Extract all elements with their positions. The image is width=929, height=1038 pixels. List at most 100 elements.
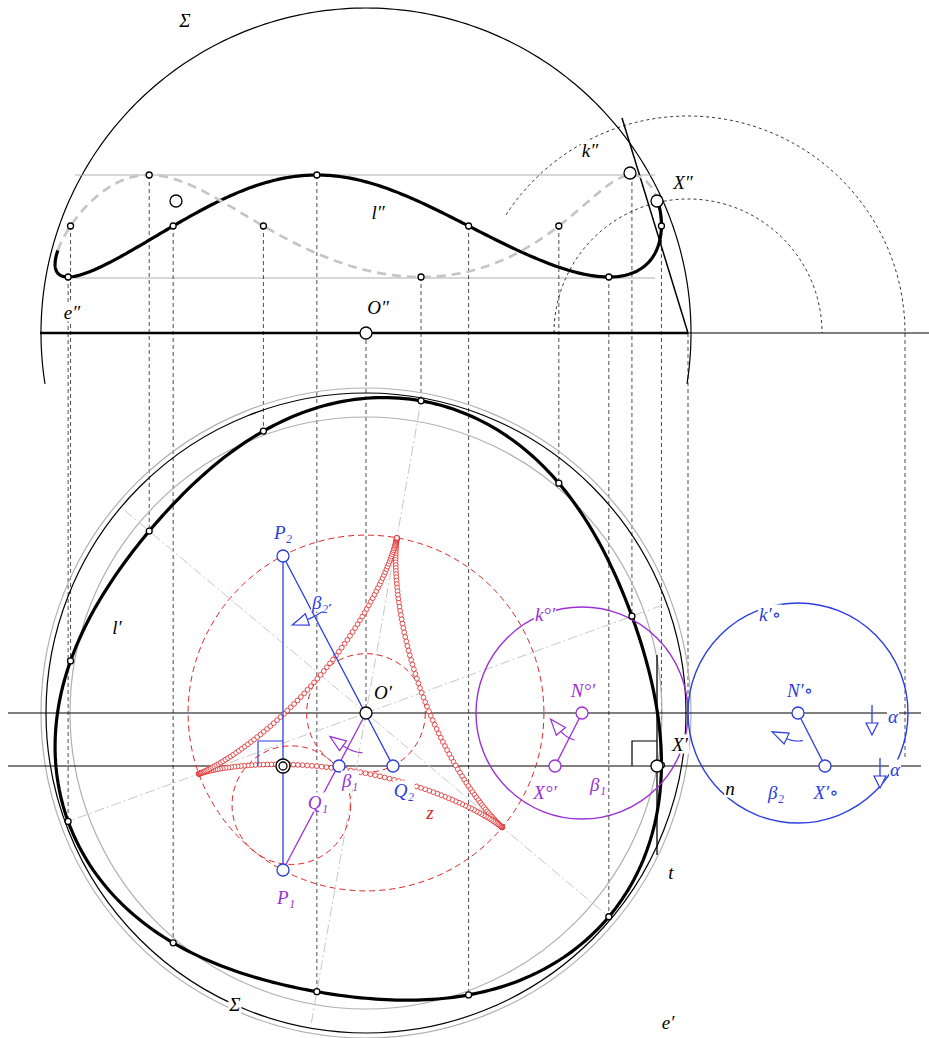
deltoid-dot bbox=[305, 763, 310, 768]
projection-line bbox=[173, 226, 174, 943]
horizontal-line bbox=[8, 765, 921, 766]
point-label: X′ bbox=[671, 735, 689, 754]
curve-point bbox=[606, 914, 612, 920]
point bbox=[277, 550, 289, 562]
point-label: t bbox=[667, 863, 674, 882]
deltoid-dot bbox=[418, 686, 423, 691]
point-label: Σ bbox=[178, 11, 191, 30]
symmetry-axis bbox=[311, 403, 420, 1023]
curve-point bbox=[466, 992, 472, 998]
curve-point bbox=[314, 989, 320, 995]
arrow-head bbox=[551, 719, 566, 735]
point-label: n bbox=[724, 779, 736, 798]
point-label: β₁ bbox=[589, 775, 607, 794]
deltoid-dot bbox=[405, 644, 410, 649]
point-label: Q₂ bbox=[393, 781, 415, 800]
projection-line bbox=[316, 175, 317, 992]
space-curve-hidden bbox=[58, 175, 658, 277]
deltoid-dot bbox=[407, 653, 412, 658]
curve-point bbox=[418, 274, 424, 280]
point bbox=[277, 864, 289, 876]
rotation-arc bbox=[787, 739, 803, 741]
deltoid-dot bbox=[426, 709, 431, 714]
symmetry-axis bbox=[70, 605, 662, 820]
deltoid-dot bbox=[394, 535, 399, 540]
point bbox=[279, 762, 287, 770]
construction-line bbox=[283, 713, 366, 870]
point-label: β₁ bbox=[341, 771, 359, 790]
construction-line bbox=[282, 556, 283, 870]
deltoid-dot bbox=[419, 690, 424, 695]
point-label: e′ bbox=[661, 1013, 676, 1032]
deltoid-dot bbox=[416, 681, 421, 686]
point-label: Σ bbox=[228, 995, 241, 1014]
rolling-circle bbox=[307, 654, 426, 773]
projection-line bbox=[688, 333, 689, 713]
curve-point bbox=[146, 172, 152, 178]
deltoid-dot bbox=[324, 765, 329, 770]
rolling-circle bbox=[188, 535, 544, 891]
deltoid-dot bbox=[394, 535, 399, 540]
point-label: α bbox=[887, 707, 899, 726]
deltoid-dot bbox=[410, 662, 415, 667]
deltoid-dot bbox=[423, 700, 428, 705]
deltoid-dot bbox=[394, 536, 399, 541]
point-label: β₂ bbox=[767, 783, 785, 802]
deltoid-dot bbox=[428, 713, 433, 718]
point-label: O′ bbox=[373, 683, 393, 702]
point bbox=[819, 760, 831, 772]
sphere-outline bbox=[41, 8, 691, 384]
arrow-head bbox=[330, 737, 347, 751]
arrow-head bbox=[874, 776, 886, 788]
arrow-head bbox=[866, 723, 878, 735]
curve-point bbox=[418, 398, 424, 404]
curve-point bbox=[314, 172, 320, 178]
projection-line bbox=[70, 226, 71, 661]
point-label: k°′ bbox=[534, 605, 556, 624]
deltoid-dot bbox=[382, 775, 387, 780]
curve-point bbox=[556, 480, 562, 486]
deltoid-dot bbox=[403, 635, 408, 640]
deltoid-dot bbox=[421, 695, 426, 700]
deltoid-dot bbox=[373, 773, 378, 778]
point-label: X°′ bbox=[532, 783, 557, 802]
point-label: P₂ bbox=[273, 523, 293, 542]
curve-point bbox=[146, 528, 152, 534]
point-label: α bbox=[889, 760, 901, 779]
deltoid-dot bbox=[394, 536, 399, 541]
point bbox=[387, 760, 399, 772]
deltoid-dot bbox=[319, 764, 324, 769]
curve-point bbox=[260, 223, 266, 229]
radius-line bbox=[798, 713, 825, 766]
point-label: O″ bbox=[366, 298, 390, 317]
deltoid-dot bbox=[414, 676, 419, 681]
point-label: X′∘ bbox=[812, 783, 839, 802]
point-label: z bbox=[425, 803, 434, 822]
curve-point bbox=[65, 818, 71, 824]
circle bbox=[688, 603, 908, 823]
radius-line bbox=[555, 713, 582, 766]
direction-arrow bbox=[879, 758, 880, 776]
projection-line bbox=[421, 277, 422, 401]
point bbox=[651, 760, 663, 772]
symmetry-axis bbox=[125, 511, 608, 916]
point-label: k′∘ bbox=[758, 605, 782, 624]
point bbox=[651, 195, 663, 207]
arrow-head bbox=[772, 732, 789, 744]
point-label: β₂ bbox=[311, 593, 329, 612]
rotation-arc bbox=[561, 731, 575, 740]
deltoid-dot bbox=[409, 658, 414, 663]
deltoid-dot bbox=[425, 704, 430, 709]
curve-point bbox=[658, 223, 664, 229]
curve-point bbox=[556, 223, 562, 229]
point-label: Q₁ bbox=[307, 793, 329, 812]
curve-point bbox=[260, 428, 266, 434]
deltoid-dot bbox=[387, 776, 392, 781]
deltoid-dot bbox=[394, 536, 399, 541]
curve-point bbox=[68, 223, 74, 229]
curve-point bbox=[629, 613, 635, 619]
deltoid-dot bbox=[411, 667, 416, 672]
deltoid-dot bbox=[363, 771, 368, 776]
